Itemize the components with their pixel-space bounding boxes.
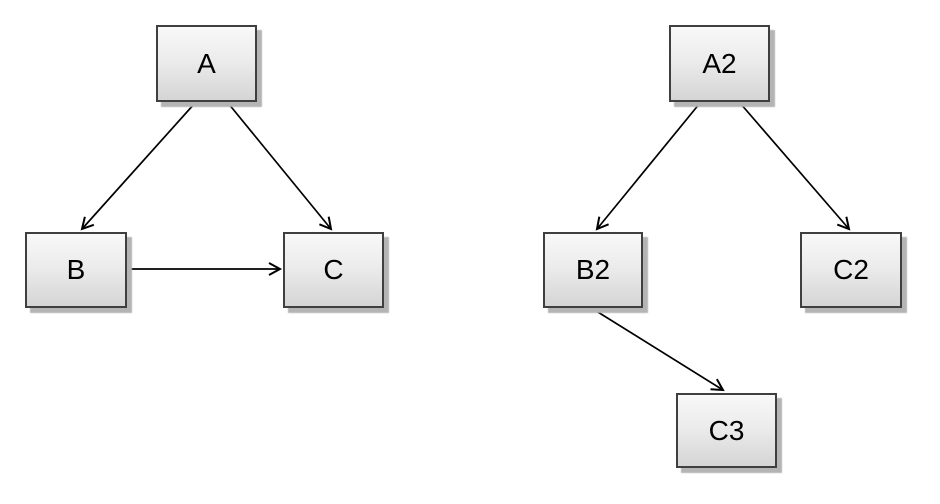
node-b2[interactable]: B2 <box>543 232 643 308</box>
edge-b2-c3[interactable] <box>592 308 725 392</box>
node-b2-label: B2 <box>575 254 611 285</box>
node-b[interactable]: B <box>25 232 127 308</box>
node-c2-label: C2 <box>833 254 869 285</box>
node-c3-label: C3 <box>708 414 745 446</box>
edge-a-b[interactable] <box>80 102 196 231</box>
node-a-label: A <box>197 47 216 79</box>
node-a2-label: A2 <box>702 47 737 79</box>
edge-a-c[interactable] <box>227 102 333 231</box>
node-c2[interactable]: C2 <box>800 232 902 308</box>
node-a[interactable]: A <box>156 25 257 102</box>
node-c3[interactable]: C3 <box>676 393 777 468</box>
node-a2[interactable]: A2 <box>669 25 770 102</box>
edge-a2-c2[interactable] <box>739 102 851 231</box>
edge-a2-b2[interactable] <box>595 102 701 231</box>
node-c[interactable]: C <box>283 232 384 308</box>
node-c-label: C <box>323 254 344 285</box>
node-b-label: B <box>66 254 86 285</box>
